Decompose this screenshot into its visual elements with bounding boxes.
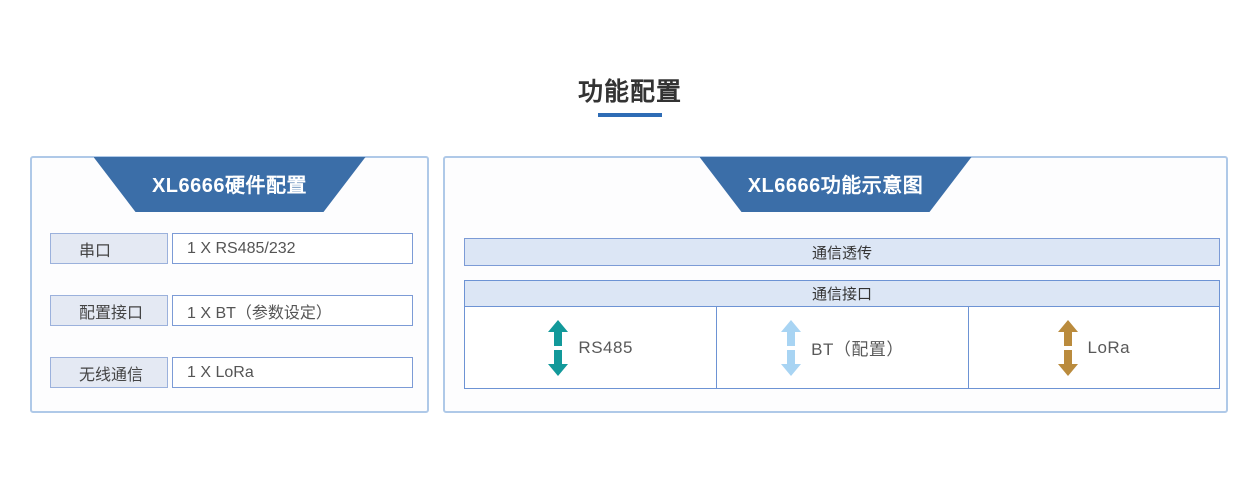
double-vertical-arrow-icon [548,319,569,376]
hardware-row-config-interface: 配置接口 1 X BT（参数设定） [50,295,413,326]
hardware-row-value: 1 X BT（参数设定） [172,295,413,326]
hardware-config-panel: XL6666硬件配置 串口 1 X RS485/232 配置接口 1 X BT（… [30,156,429,413]
hardware-panel-title: XL6666硬件配置 [151,175,308,197]
hardware-row-value: 1 X LoRa [172,357,413,388]
hardware-panel-header: XL6666硬件配置 [94,157,366,212]
interface-label: LoRa [1087,337,1131,357]
interface-label: RS485 [578,337,633,357]
function-panel-header: XL6666功能示意图 [700,157,972,212]
interface-cell-rs485: RS485 [465,307,716,388]
comm-interface-header: 通信接口 [465,281,1219,307]
function-panel-title: XL6666功能示意图 [747,175,924,197]
interface-cell-lora: LoRa [967,307,1219,388]
title-underline [598,113,662,117]
interface-label: BT（配置） [811,340,904,359]
double-vertical-arrow-icon [1057,319,1078,376]
hardware-row-serial: 串口 1 X RS485/232 [50,233,413,264]
comm-interface-table: 通信接口 RS485 [464,280,1220,389]
page-title: 功能配置 [577,78,682,106]
hardware-row-wireless: 无线通信 1 X LoRa [50,357,413,388]
hardware-row-value: 1 X RS485/232 [172,233,413,264]
comm-interface-body: RS485 BT（配置） [465,307,1219,388]
transparent-transmission-bar: 通信透传 [464,238,1220,266]
hardware-rows: 串口 1 X RS485/232 配置接口 1 X BT（参数设定） 无线通信 … [50,233,413,419]
hardware-row-label: 串口 [50,233,168,264]
hardware-row-label: 配置接口 [50,295,168,326]
interface-cell-bt: BT（配置） [716,307,967,388]
function-diagram-panel: XL6666功能示意图 通信透传 通信接口 RS485 [443,156,1228,413]
hardware-row-label: 无线通信 [50,357,168,388]
double-vertical-arrow-icon [781,319,802,376]
